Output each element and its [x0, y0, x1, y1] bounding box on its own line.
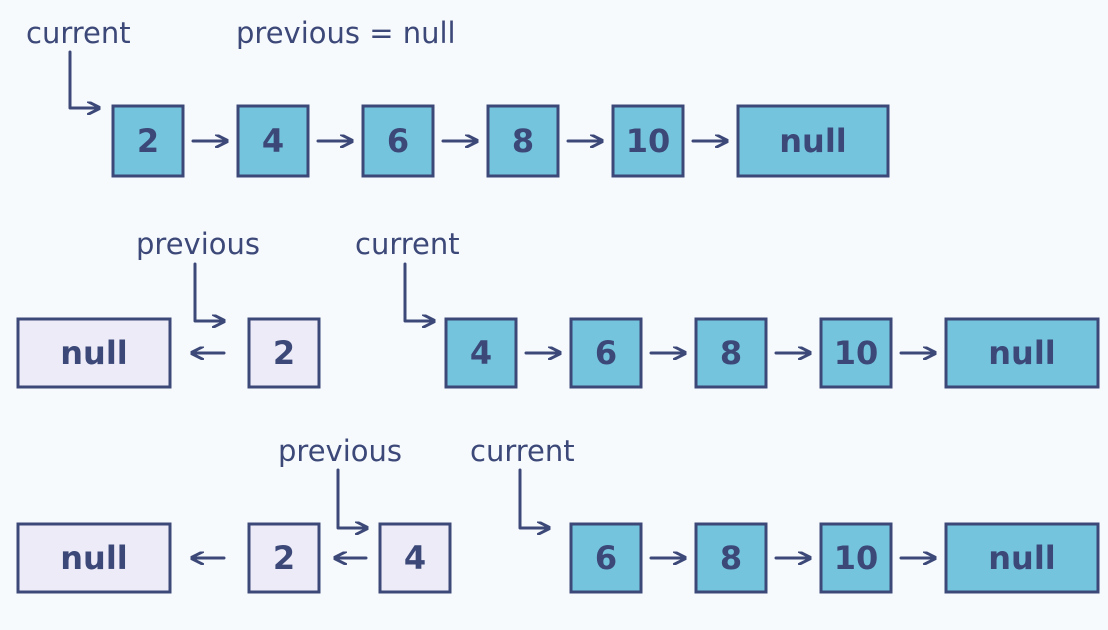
node-4: 4 — [444, 317, 518, 389]
svg-text:2: 2 — [273, 334, 295, 372]
current-pointer-arrow — [68, 50, 98, 108]
row-2: previous current null 2 4 6 8 1 — [16, 227, 1100, 389]
svg-text:null: null — [60, 539, 128, 577]
node-4-reversed: 4 — [378, 522, 452, 594]
svg-text:8: 8 — [720, 539, 742, 577]
node-null: null — [944, 522, 1100, 594]
previous-label: previous = null — [236, 16, 456, 50]
svg-text:8: 8 — [720, 334, 742, 372]
node-null: null — [944, 317, 1100, 389]
node-6: 6 — [569, 317, 643, 389]
node-10: 10 — [819, 317, 893, 389]
node-8: 8 — [694, 317, 768, 389]
svg-text:10: 10 — [834, 539, 879, 577]
svg-text:6: 6 — [595, 334, 617, 372]
previous-label: previous — [278, 434, 402, 468]
row-3: previous current null 2 4 6 8 1 — [16, 434, 1100, 594]
node-2-reversed: 2 — [247, 317, 321, 389]
node-10: 10 — [819, 522, 893, 594]
previous-pointer-arrow — [193, 262, 223, 321]
node-null-reversed: null — [16, 522, 172, 594]
node-8: 8 — [486, 104, 560, 178]
node-10: 10 — [611, 104, 685, 178]
svg-text:10: 10 — [626, 122, 671, 160]
svg-text:null: null — [988, 539, 1056, 577]
svg-text:null: null — [779, 122, 847, 160]
svg-text:null: null — [60, 334, 128, 372]
current-label: current — [355, 227, 460, 261]
previous-label: previous — [136, 227, 260, 261]
node-6: 6 — [361, 104, 435, 178]
svg-text:4: 4 — [470, 334, 492, 372]
node-6: 6 — [569, 522, 643, 594]
svg-text:6: 6 — [387, 122, 409, 160]
node-4: 4 — [236, 104, 310, 178]
svg-text:4: 4 — [262, 122, 284, 160]
current-pointer-arrow — [518, 468, 548, 528]
node-null-reversed: null — [16, 317, 172, 389]
node-2: 2 — [111, 104, 185, 178]
node-2-reversed: 2 — [247, 522, 321, 594]
current-pointer-arrow — [403, 262, 433, 321]
current-label: current — [26, 16, 131, 50]
svg-text:2: 2 — [273, 539, 295, 577]
row-1: current previous = null 2 4 6 8 10 — [26, 16, 890, 178]
svg-text:2: 2 — [137, 122, 159, 160]
svg-text:null: null — [988, 334, 1056, 372]
current-label: current — [470, 434, 575, 468]
node-8: 8 — [694, 522, 768, 594]
node-null: null — [736, 104, 890, 178]
svg-text:10: 10 — [834, 334, 879, 372]
svg-text:8: 8 — [512, 122, 534, 160]
svg-text:4: 4 — [404, 539, 426, 577]
svg-text:6: 6 — [595, 539, 617, 577]
previous-pointer-arrow — [336, 468, 366, 528]
